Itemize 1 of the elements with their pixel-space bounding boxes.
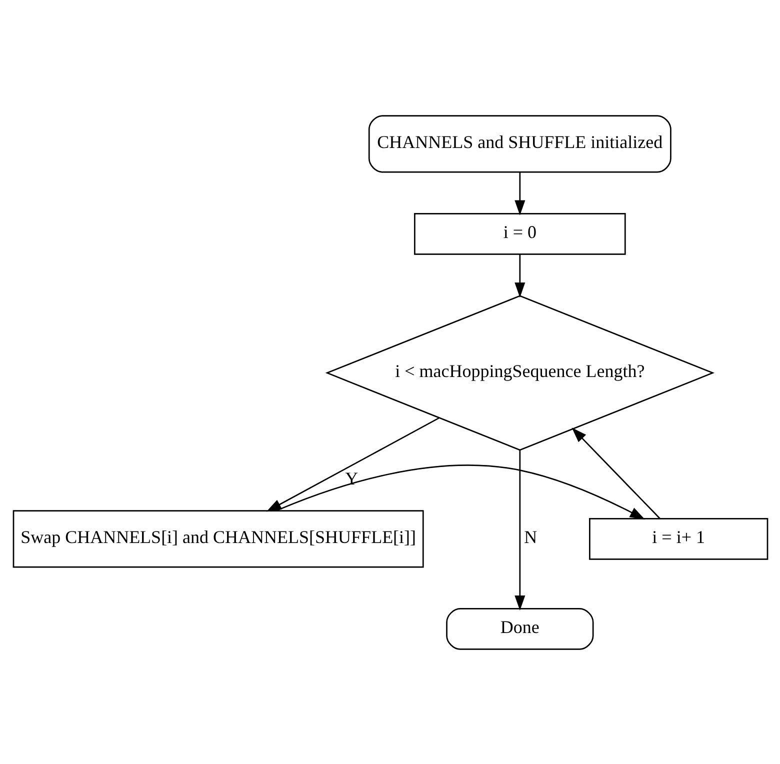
- edge-label: N: [524, 526, 537, 547]
